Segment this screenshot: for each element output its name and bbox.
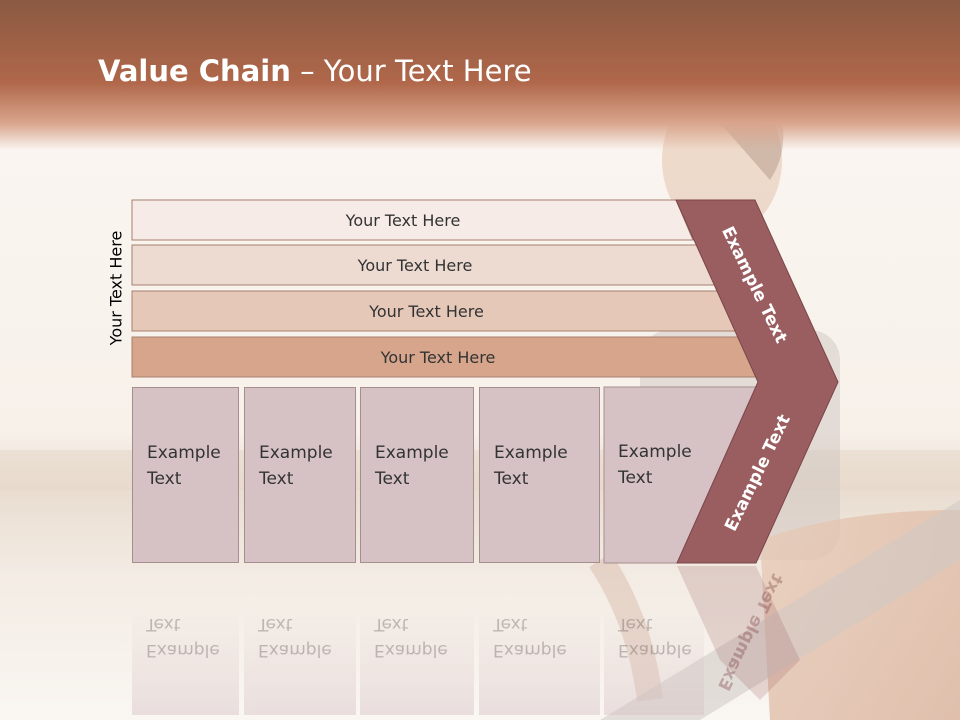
bar-4: Your Text Here xyxy=(132,337,762,377)
column-1-reflection: Example Text xyxy=(132,565,239,715)
column-4-line2: Text xyxy=(494,469,529,489)
bar-3-label: Your Text Here xyxy=(369,301,484,321)
column-5-reflection-line2: Text xyxy=(618,614,653,634)
column-3-reflection: Example Text xyxy=(360,565,474,715)
column-1-reflection-line1: Example xyxy=(146,640,220,660)
column-2: Example Text xyxy=(244,387,356,563)
column-4-reflection-line2: Text xyxy=(493,614,528,634)
column-4-reflection: Example Text xyxy=(479,565,600,715)
column-5-reflection-line1: Example xyxy=(618,640,692,660)
column-5: Example Text xyxy=(604,387,704,563)
column-1-reflection-line2: Text xyxy=(146,614,181,634)
title-rest: – Your Text Here xyxy=(290,54,532,88)
column-5-reflection: Example Text xyxy=(604,565,704,715)
title-bold: Value Chain xyxy=(98,54,291,88)
column-3-line1: Example xyxy=(375,443,449,463)
column-5-line1: Example xyxy=(618,442,692,462)
bar-1: Your Text Here xyxy=(132,200,692,240)
column-2-reflection: Example Text xyxy=(244,565,356,715)
bar-2-label: Your Text Here xyxy=(357,255,473,275)
bar-1-label: Your Text Here xyxy=(345,210,461,230)
header-band xyxy=(0,0,960,150)
column-1-line1: Example xyxy=(147,443,221,463)
bar-3: Your Text Here xyxy=(132,291,739,331)
column-4-reflection-line1: Example xyxy=(493,640,567,660)
column-2-reflection-line2: Text xyxy=(258,614,293,634)
column-2-line1: Example xyxy=(259,443,333,463)
bar-shape-1 xyxy=(131,199,694,241)
bar-2: Your Text Here xyxy=(132,245,716,285)
column-2-line2: Text xyxy=(259,469,294,489)
chevron-reflection xyxy=(677,566,800,700)
column-3-reflection-line1: Example xyxy=(374,640,448,660)
chevron-arrow xyxy=(675,199,839,564)
column-3-line2: Text xyxy=(375,469,410,489)
column-4-line1: Example xyxy=(494,443,568,463)
column-1-line2: Text xyxy=(147,469,182,489)
slide-title: Value Chain – Your Text Here xyxy=(98,54,532,88)
column-3: Example Text xyxy=(360,387,474,563)
column-3-reflection-line2: Text xyxy=(374,614,409,634)
column-1: Example Text xyxy=(132,387,239,563)
column-4: Example Text xyxy=(479,387,600,563)
bar-4-label: Your Text Here xyxy=(380,347,496,367)
column-5-line2: Text xyxy=(618,468,653,488)
column-2-reflection-line1: Example xyxy=(258,640,332,660)
